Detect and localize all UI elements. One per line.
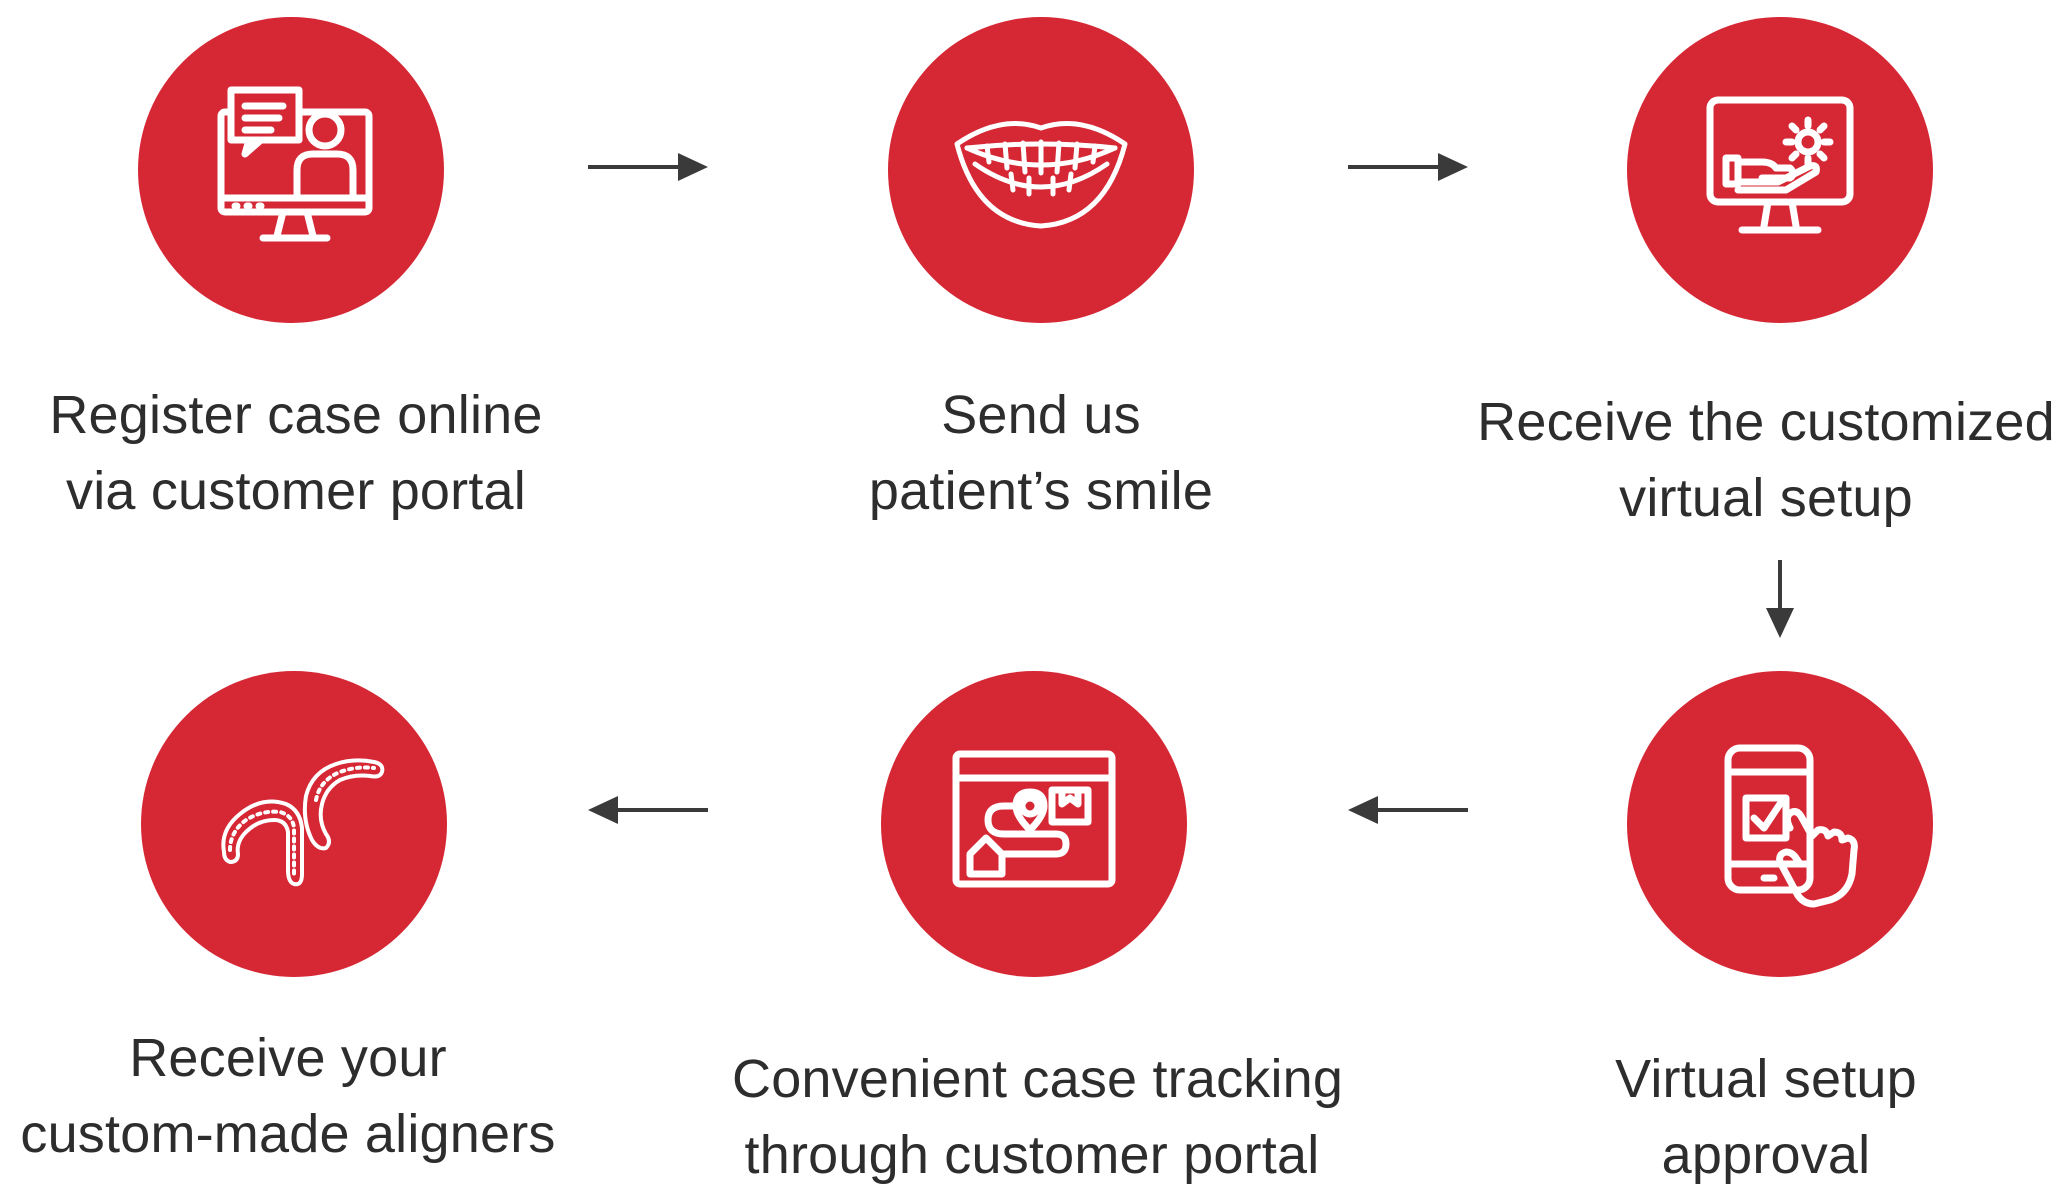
step-2-circle [888, 17, 1194, 323]
smile-icon [954, 121, 1128, 229]
step-1-label-line2: via customer portal [66, 461, 526, 521]
step-1-circle [138, 17, 444, 323]
step-2-label-line2: patient’s smile [868, 461, 1214, 521]
step-6-label-line1: Receive your [129, 1028, 447, 1088]
arrow-step2-to-step3 [1348, 150, 1468, 184]
step-4-label-line1: Virtual setup [1615, 1049, 1917, 1109]
step-3-label: Receive the customized virtual setup [1466, 384, 2066, 536]
monitor-gear-hand-icon [1706, 96, 1854, 234]
step-2-label-line1: Send us [941, 385, 1141, 445]
arrow-step4-to-step5 [1348, 793, 1468, 827]
step-2-label: Send us patient’s smile [741, 377, 1341, 529]
step-5-circle [881, 671, 1187, 977]
arrow-step3-to-step4 [1763, 560, 1797, 638]
arrow-step1-to-step2 [588, 150, 708, 184]
step-5-label-line2: through customer portal [744, 1125, 1320, 1185]
step-5-label-line1: Convenient case tracking [732, 1049, 1344, 1109]
step-3-circle [1627, 17, 1933, 323]
step-3-label-line1: Receive the customized [1477, 392, 2055, 452]
step-6-label-line2: custom-made aligners [20, 1104, 556, 1164]
phone-tap-check-icon [1724, 744, 1858, 908]
step-1-label-line1: Register case online [49, 385, 543, 445]
step-1-label: Register case online via customer portal [0, 377, 596, 529]
aligners-icon [221, 758, 385, 887]
step-4-label: Virtual setup approval [1466, 1041, 2066, 1193]
monitor-chat-icon [217, 86, 373, 242]
step-5-label: Convenient case tracking through custome… [732, 1041, 1344, 1193]
step-4-label-line2: approval [1661, 1125, 1871, 1185]
tracking-map-icon [952, 750, 1116, 888]
step-6-circle [141, 671, 447, 977]
step-4-circle [1627, 671, 1933, 977]
step-6-label: Receive your custom-made aligners [0, 1020, 588, 1172]
step-3-label-line2: virtual setup [1619, 468, 1913, 528]
arrow-step5-to-step6 [588, 793, 708, 827]
